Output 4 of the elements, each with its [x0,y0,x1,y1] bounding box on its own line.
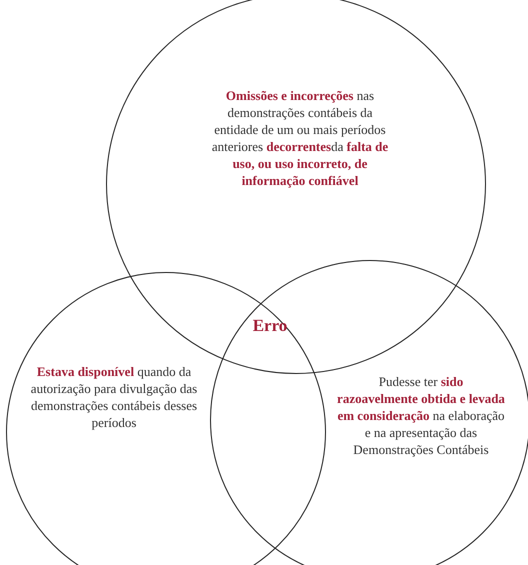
intersection-label: Erro [252,315,288,337]
circle-text: Estava disponível quando da autorização para divulgação das demonstrações contábeis desses períodos [30,363,198,431]
circle-text: Omissões e incorreções nas demonstrações contábeis da entidade de um ou mais períodos anteriores decorrentesda falta de uso, ou uso incorreto, de informação confiável [210,87,390,189]
circle-text: Pudesse ter sido razoavelmente obtida e levada em consideração na elaboração e na apresentação das Demonstrações Contábeis [337,373,505,458]
